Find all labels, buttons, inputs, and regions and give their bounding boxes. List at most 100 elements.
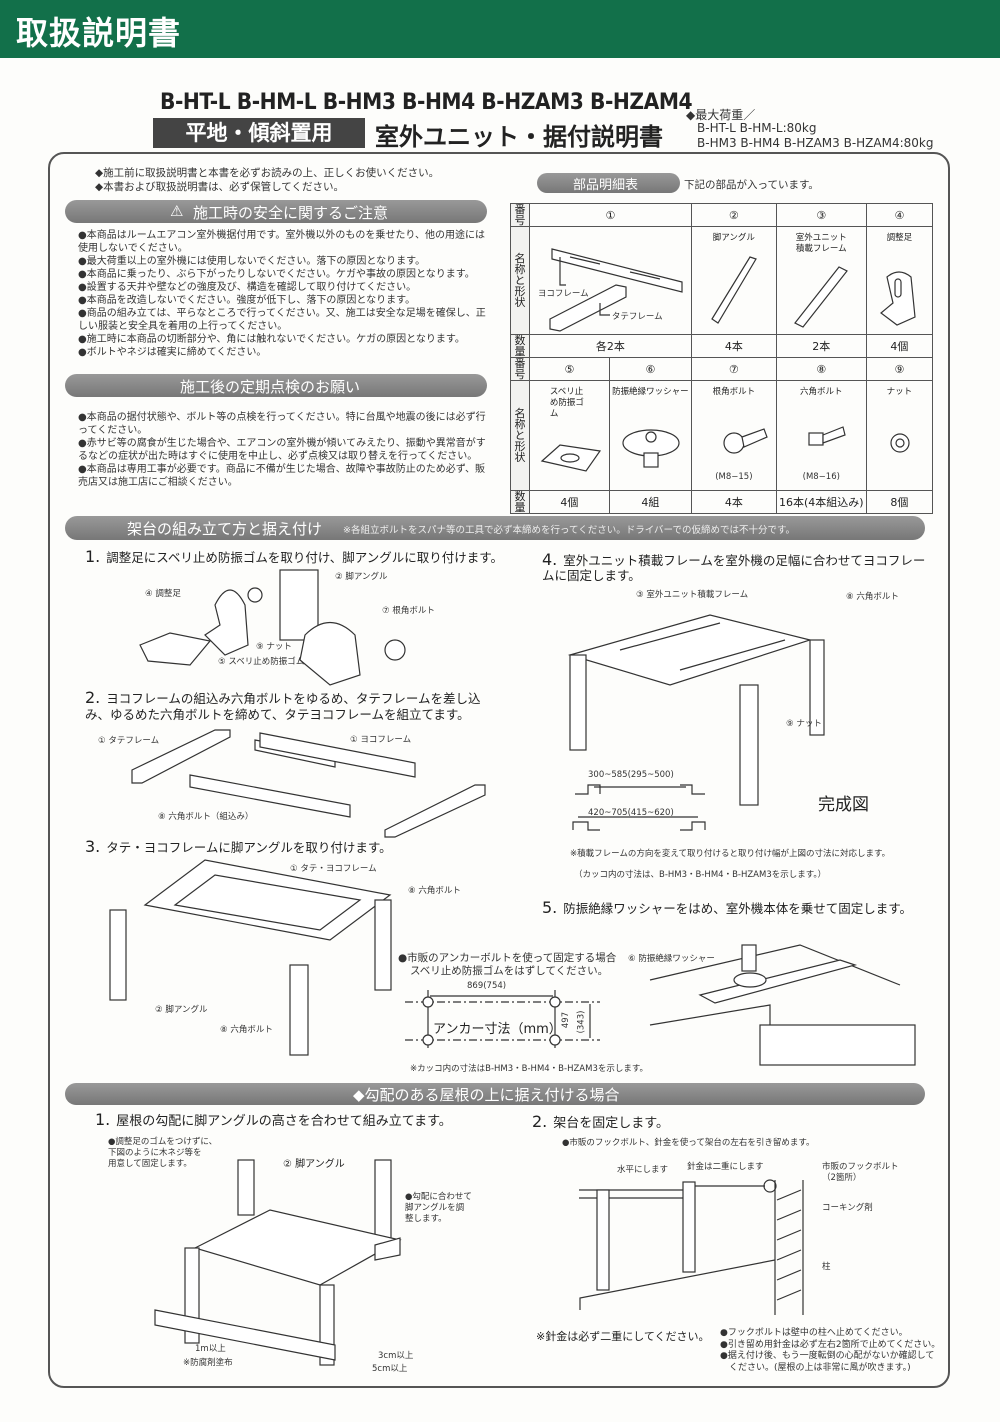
- inspection-list: ●本商品の据付状態や、ボルト等の点検を行ってください。特に台風や地震の後には必ず…: [78, 411, 488, 489]
- part-number: ③: [775, 203, 867, 227]
- step-3-illustration: [109, 859, 392, 1056]
- safety-item: ●商品の組み立ては、平らなところで行ってください。又、施工は安全な足場を確保し、…: [78, 308, 486, 332]
- safety-title: 施工時の安全に関するご注意: [193, 204, 389, 222]
- part-cell-nut: ナット: [865, 380, 934, 491]
- part-cell-washer: 防振絶縁ワッシャー: [608, 380, 692, 491]
- step-number: 3.: [85, 837, 101, 856]
- rubber-pad-illustration: [540, 444, 601, 472]
- part-spec: (M8−15): [715, 472, 753, 482]
- bullet: ください。(屋根の上は非常に風が吹きます。): [720, 1362, 911, 1373]
- intro-line: ◆施工前に取扱説明書と本書を必ずお読みの上、正しくお使いください。: [95, 167, 440, 179]
- slope-step-2-bullets: ●フックボルトは壁中の柱へ止めてください。 ●引き留め用針金は必ず左右2箇所で止…: [720, 1328, 940, 1374]
- part-name: 脚アングル: [712, 233, 755, 243]
- step-1-illustration: [139, 569, 406, 686]
- parts-table: 番号 ① ② ③ ④ 名称と形状 ヨコフレーム タテフレーム 脚アングル: [510, 203, 934, 514]
- wire-label: 針金は二重にします: [687, 1162, 764, 1172]
- wood-length: 1m以上: [195, 1344, 226, 1354]
- callout-adjust-foot: ④ 調整足: [145, 589, 181, 599]
- model-list: B-HT-L B-HM-L B-HM3 B-HM4 B-HZAM3 B-HZAM…: [160, 90, 693, 115]
- step-text: ヨコフレームの組込み六角ボルトをゆるめ、タテフレームを差し込み、ゆるめた六角ボル…: [85, 691, 481, 722]
- adjust-foot-illustration: [879, 271, 916, 326]
- part-number: ⑥: [608, 357, 692, 381]
- part-number: ⑤: [528, 357, 610, 381]
- step-number: 4.: [542, 550, 558, 569]
- part-qty: 2本: [775, 334, 867, 358]
- step-2-illustration: [131, 729, 486, 838]
- parts-note: 下記の部品が入っています。: [684, 179, 819, 191]
- note-line: 脚アングルを調: [405, 1203, 465, 1213]
- anchor-depth: 497: [561, 1011, 572, 1029]
- adjust-note: ●勾配に合わせて 脚アングルを調 整します。: [405, 1192, 472, 1225]
- inspection-title: 施工後の定期点検のお願い: [180, 378, 361, 396]
- callout-yoko-frame: ① ヨコフレーム: [350, 735, 412, 745]
- callout-frame: ① タテ・ヨコフレーム: [290, 864, 377, 874]
- document-title: 室外ユニット・据付説明書: [375, 123, 663, 151]
- nut-illustration: [890, 433, 910, 453]
- callout-nut: ⑨ ナット: [786, 719, 822, 729]
- assembly-section-header: 架台の組み立て方と据え付け ※各組立ボルトをスパナ等の工具で必ず本締めを行ってく…: [65, 516, 925, 540]
- slope-title: ◆勾配のある屋根の上に据え付ける場合: [353, 1086, 620, 1104]
- content-frame: [48, 152, 950, 1388]
- row-label-qty: 数量: [510, 334, 530, 358]
- part-name: 根角ボルト: [712, 387, 756, 397]
- callout-hex-bolt: ⑧ 六角ボルト: [220, 1025, 273, 1035]
- bullet: ●据え付け後、もう一度転倒の心配がないか確認して: [720, 1351, 935, 1361]
- part-number: ②: [690, 203, 777, 227]
- safety-item: ●本商品に乗ったり、ぶら下がったりしないでください。ケガや事故の原因となります。: [78, 269, 475, 280]
- slope-step-1-note: ●調整足のゴムをつけずに、 下図のように木ネジ等を 用意して固定します。: [108, 1137, 217, 1170]
- inspection-item: ●本商品の据付状態や、ボルト等の点検を行ってください。特に台風や地震の後には必ず…: [78, 412, 486, 436]
- max-load-label: ◆最大荷重／: [686, 108, 756, 122]
- part-qty: 4本: [690, 490, 777, 514]
- safety-item: ●本商品はルームエアコン室外機据付用です。室外機以外のものを乗せたり、他の用途に…: [78, 230, 486, 254]
- part-name: スベリ止め防振ゴム: [549, 387, 584, 419]
- step-number: 1.: [95, 1110, 111, 1129]
- safety-section-header: ⚠ 施工時の安全に関するご注意: [65, 200, 487, 223]
- pillar-label: 柱: [822, 1262, 831, 1272]
- frame-illustration: [549, 248, 683, 332]
- part-cell-adjust-foot: 調整足: [865, 226, 934, 335]
- part-qty: 8個: [865, 490, 934, 514]
- level-label: 水平にします: [617, 1165, 669, 1175]
- max-load-2: B-HM3 B-HM4 B-HZAM3 B-HZAM4:80kg: [697, 136, 934, 150]
- slope-step-2-note: ●市販のフックボルト、針金を使って架台の左右を引き留めます。: [562, 1138, 815, 1148]
- part-qty: 4個: [865, 334, 934, 358]
- step-1: 1.調整足にスベリ止め防振ゴムを取り付け、脚アングルに取り付けます。: [85, 547, 503, 566]
- anchor-note: スベリ止め防振ゴムをはずしてください。: [410, 965, 609, 977]
- callout-hex-bolt: ⑧ 六角ボルト: [846, 592, 899, 602]
- anchor-footnote: ※カッコ内の寸法はB-HM3・B-HM4・B-HZAM3を示します。: [410, 1064, 649, 1074]
- intro-line: ◆本書および取扱説明書は、必ず保管してください。: [95, 181, 344, 193]
- step-number: 5.: [542, 898, 558, 917]
- leg-angle-illustration: [711, 256, 757, 324]
- inspection-item: ●赤サビ等の腐食が生じた場合や、エアコンの室外機が傾いてみえたり、振動や異常音が…: [78, 438, 486, 462]
- part-qty: 各2本: [528, 334, 692, 358]
- anchor-label: アンカー寸法（mm）: [433, 1022, 562, 1037]
- width-profile-diagram: [572, 784, 706, 831]
- part-cell-rubber: スベリ止め防振ゴム: [528, 380, 610, 491]
- anchor-width: 869(754): [467, 981, 507, 991]
- step-text: タテ・ヨコフレームに脚アングルを取り付けます。: [106, 840, 392, 855]
- parts-section-header: 部品明細表: [537, 173, 680, 193]
- hook-bolt-count: （2箇所）: [822, 1173, 862, 1183]
- callout-hex-bolt: ⑧ 六角ボルト（組込み）: [158, 812, 254, 822]
- max-load-1: B-HT-L B-HM-L:80kg: [697, 121, 817, 135]
- parts-title: 部品明細表: [573, 178, 639, 193]
- mount-frame-note2: （カッコ内の寸法は、B-HM3・B-HM4・B-HZAM3を示します。）: [574, 870, 827, 880]
- note-line: ●調整足のゴムをつけずに、: [108, 1137, 218, 1147]
- row-label-name: 名称と形状: [510, 380, 530, 491]
- caulk-label: コーキング剤: [822, 1203, 873, 1213]
- callout-rubber: ⑤ スベリ止め防振ゴム: [218, 657, 305, 667]
- row-label-number: 番号: [510, 357, 530, 381]
- bullet: ●引き留め用針金は必ず左右2箇所で止めてください。: [720, 1339, 941, 1350]
- callout-mount-frame: ③ 室外ユニット積載フレーム: [636, 590, 749, 600]
- callout-hex-bolt: ⑧ 六角ボルト: [408, 886, 461, 896]
- width-range-1: 300~585(295~500): [588, 770, 674, 780]
- part-cell-mount-frame: 室外ユニット積載フレーム: [775, 226, 867, 335]
- note-line: ●勾配に合わせて: [405, 1192, 472, 1202]
- step-2: 2.ヨコフレームの組込み六角ボルトをゆるめ、タテフレームを差し込み、ゆるめた六角…: [85, 690, 505, 723]
- part-name: 室外ユニット積載フレーム: [795, 233, 847, 254]
- bullet: ●フックボルトは壁中の柱へ止めてください。: [720, 1328, 908, 1338]
- callout-nut: ⑨ ナット: [256, 642, 292, 652]
- callout-leg-angle: ② 脚アングル: [155, 1005, 208, 1015]
- safety-item: ●最大荷重以上の室外機には使用しないでください。落下の原因となります。: [78, 256, 426, 267]
- mount-frame-note: ※積載フレームの方向を変えて取り付けると取り付け幅が上図の寸法に対応します。: [570, 849, 891, 859]
